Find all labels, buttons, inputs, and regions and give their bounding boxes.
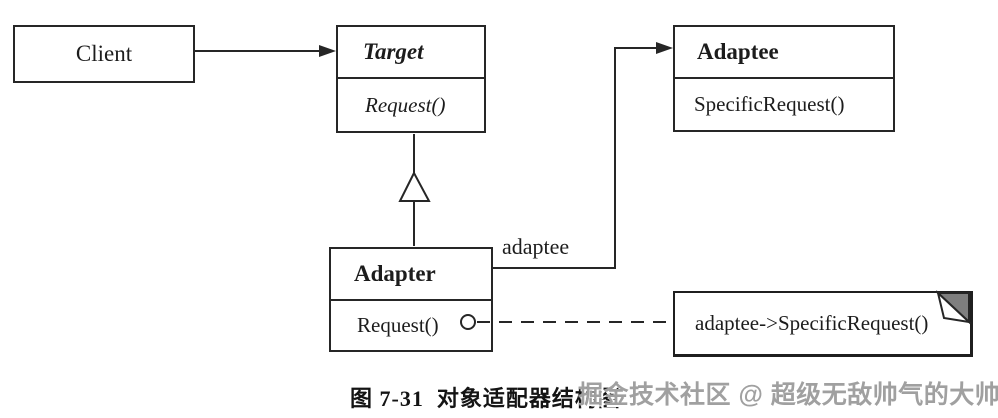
hollow-triangle-icon: [398, 170, 431, 202]
filled-arrowhead-icon: [319, 45, 336, 57]
class-box-adapter: Adapter Request(): [329, 247, 493, 352]
class-method-adaptee-specificrequest: SpecificRequest(): [694, 92, 845, 116]
watermark-text: 掘金技术社区 @ 超级无敌帅气的大帅哥: [578, 381, 998, 409]
note-text: adaptee->SpecificRequest(): [695, 311, 929, 335]
class-name-adapter: Adapter: [331, 249, 491, 301]
class-name-client: Client: [75, 41, 133, 66]
class-method-target-request: Request(): [365, 92, 446, 117]
association-client-to-target: [195, 45, 336, 57]
association-label-adaptee: adaptee: [502, 234, 570, 259]
class-box-target: Target Request(): [336, 25, 486, 133]
filled-arrowhead-icon: [656, 42, 673, 54]
class-method-adapter-request: Request(): [357, 313, 439, 337]
class-box-client: Client: [13, 25, 195, 83]
generalization-adapter-to-target: [398, 134, 431, 246]
uml-note-box: adaptee->SpecificRequest(): [673, 291, 973, 357]
class-name-adaptee: Adaptee: [675, 27, 893, 79]
class-name-target: Target: [338, 27, 484, 79]
figure-caption: 图 7-31 对象适配器结构图: [350, 386, 621, 411]
class-box-adaptee: Adaptee SpecificRequest(): [673, 25, 895, 132]
